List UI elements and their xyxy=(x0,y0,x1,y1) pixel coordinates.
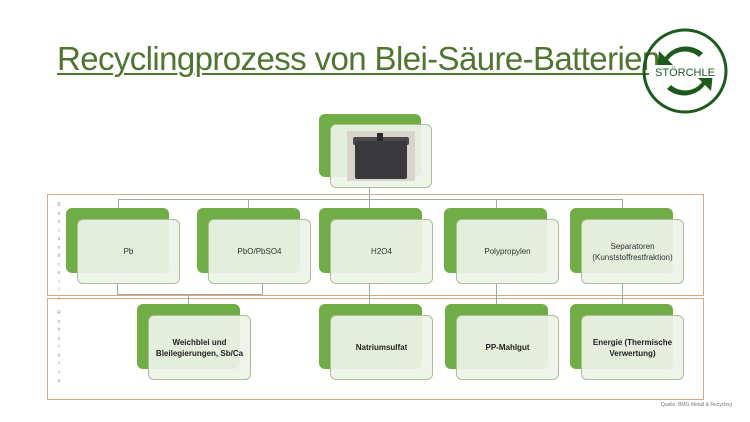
source-caption: Quelle: BMG Metall & Recycling xyxy=(660,402,732,408)
logo-text: STÖRCHLE xyxy=(655,67,715,79)
recycle-arrow-top-icon xyxy=(657,46,703,69)
node-natriumsulfat: Natriumsulfat xyxy=(330,315,433,380)
storchle-logo: STÖRCHLE xyxy=(642,28,728,114)
connector-pb-horizontal xyxy=(117,294,263,295)
node-h2o4: H2O4 xyxy=(330,219,433,284)
page-title: Recyclingprozess von Blei-Säure-Batterie… xyxy=(57,40,660,77)
connector-sep xyxy=(622,199,623,208)
connector-top-horizontal xyxy=(118,199,623,200)
node-energie: Energie (Thermische Verwertung) xyxy=(581,315,684,380)
connector-pbo-down xyxy=(262,284,263,294)
node-pp-mahlgut: PP-Mahlgut xyxy=(456,315,559,380)
connector-pb xyxy=(118,199,119,208)
connector-weichblei xyxy=(188,294,189,304)
connector-pbo xyxy=(248,199,249,208)
connector-root-down xyxy=(369,188,370,208)
node-weichblei: Weichblei und Bleilegierungen, Sb/Ca xyxy=(148,315,251,380)
connector-pb-down xyxy=(117,284,118,294)
node-separatoren: Separatoren (Kunststoffrestfraktion) xyxy=(581,219,684,284)
connector-sep-energie xyxy=(622,284,623,304)
battery-image xyxy=(347,131,415,181)
connector-poly xyxy=(496,199,497,208)
node-pb: Pb xyxy=(77,219,180,284)
connector-h2o4-natrium xyxy=(369,284,370,304)
connector-poly-pp xyxy=(496,284,497,304)
root-node xyxy=(330,124,432,188)
recycle-arrow-bottom-icon xyxy=(667,73,713,96)
node-pbo-pbso4: PbO/PbSO4 xyxy=(208,219,311,284)
node-polypropylen: Polypropylen xyxy=(456,219,559,284)
